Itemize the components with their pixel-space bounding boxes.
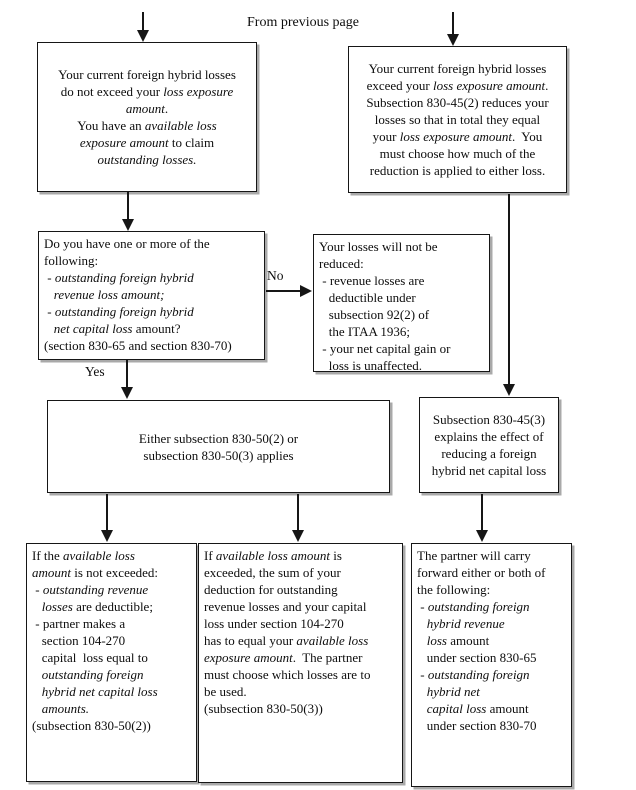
box-carry-forward: The partner will carry forward either or… bbox=[411, 543, 572, 787]
box-text: Either subsection 830-50(2) or subsectio… bbox=[138, 430, 299, 463]
arrow-down-icon bbox=[106, 494, 108, 530]
box-text: Your current foreign hybrid losses do no… bbox=[58, 67, 236, 167]
arrow-down-icon bbox=[508, 194, 510, 384]
arrow-down-icon bbox=[452, 12, 454, 34]
box-either-subsection-applies: Either subsection 830-50(2) or subsectio… bbox=[47, 400, 390, 493]
box-subsection-830-45-3: Subsection 830-45(3) explains the effect… bbox=[419, 397, 559, 493]
yes-label: Yes bbox=[85, 364, 105, 379]
box-text: If the available loss amount is not exce… bbox=[32, 548, 158, 733]
no-label: No bbox=[267, 268, 284, 283]
arrow-down-icon bbox=[142, 12, 144, 30]
box-losses-exceed: Your current foreign hybrid losses excee… bbox=[348, 46, 567, 193]
box-not-exceeded-outcome: If the available loss amount is not exce… bbox=[26, 543, 197, 782]
box-text: The partner will carry forward either or… bbox=[417, 548, 546, 733]
arrow-down-icon bbox=[481, 494, 483, 530]
box-outstanding-question: Do you have one or more of the following… bbox=[38, 231, 265, 360]
box-losses-do-not-exceed: Your current foreign hybrid losses do no… bbox=[37, 42, 257, 192]
box-text: Your losses will not be reduced: - reven… bbox=[319, 239, 451, 373]
box-text: Subsection 830-45(3) explains the effect… bbox=[431, 412, 547, 478]
box-text: Your current foreign hybrid losses excee… bbox=[366, 61, 549, 178]
box-text: If available loss amount is exceeded, th… bbox=[204, 548, 371, 716]
page-title: From previous page bbox=[247, 15, 359, 30]
arrow-down-icon bbox=[126, 359, 128, 387]
box-losses-not-reduced: Your losses will not be reduced: - reven… bbox=[313, 234, 490, 373]
arrow-down-icon bbox=[297, 494, 299, 530]
arrow-right-icon bbox=[266, 290, 300, 292]
box-exceeded-outcome: If available loss amount is exceeded, th… bbox=[198, 543, 403, 783]
box-text: Do you have one or more of the following… bbox=[44, 236, 232, 353]
arrow-down-icon bbox=[127, 192, 129, 219]
